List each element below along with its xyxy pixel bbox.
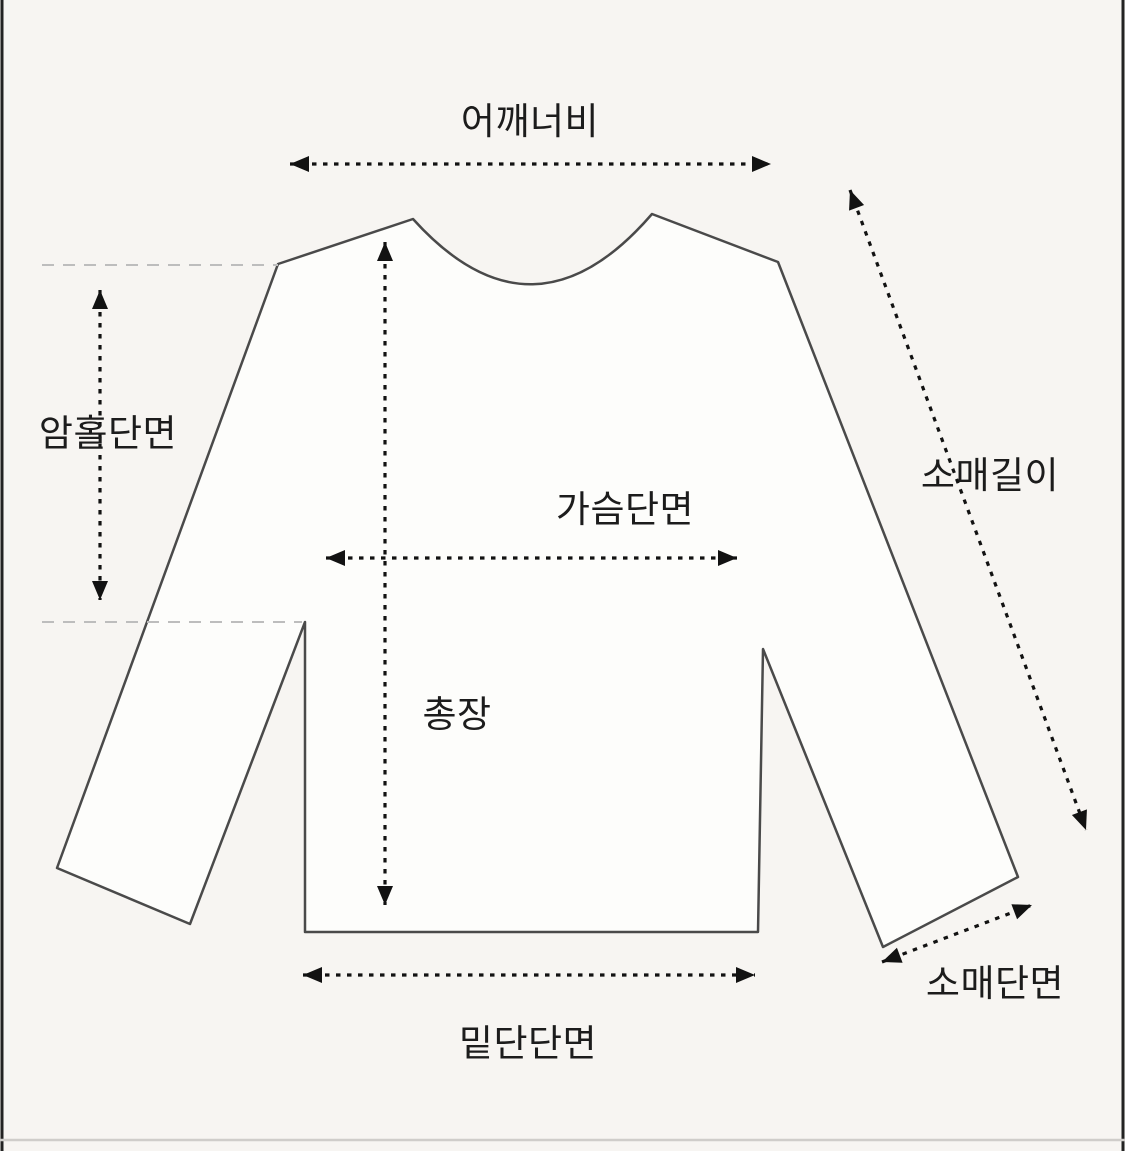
garment-outline bbox=[55, 212, 1020, 949]
total-length-label: 총장 bbox=[422, 694, 491, 735]
sleeve-opening-label: 소매단면 bbox=[926, 963, 1064, 1004]
sleeve-length-label: 소매길이 bbox=[921, 455, 1059, 496]
sleeve-length-arrow bbox=[848, 189, 1088, 831]
armhole-label: 암홀단면 bbox=[39, 413, 177, 454]
sleeve-opening-arrow bbox=[881, 903, 1033, 964]
shoulder-width-label: 어깨너비 bbox=[461, 101, 599, 142]
hem-label: 밑단단면 bbox=[459, 1023, 597, 1064]
chest-label: 가슴단면 bbox=[556, 489, 694, 530]
